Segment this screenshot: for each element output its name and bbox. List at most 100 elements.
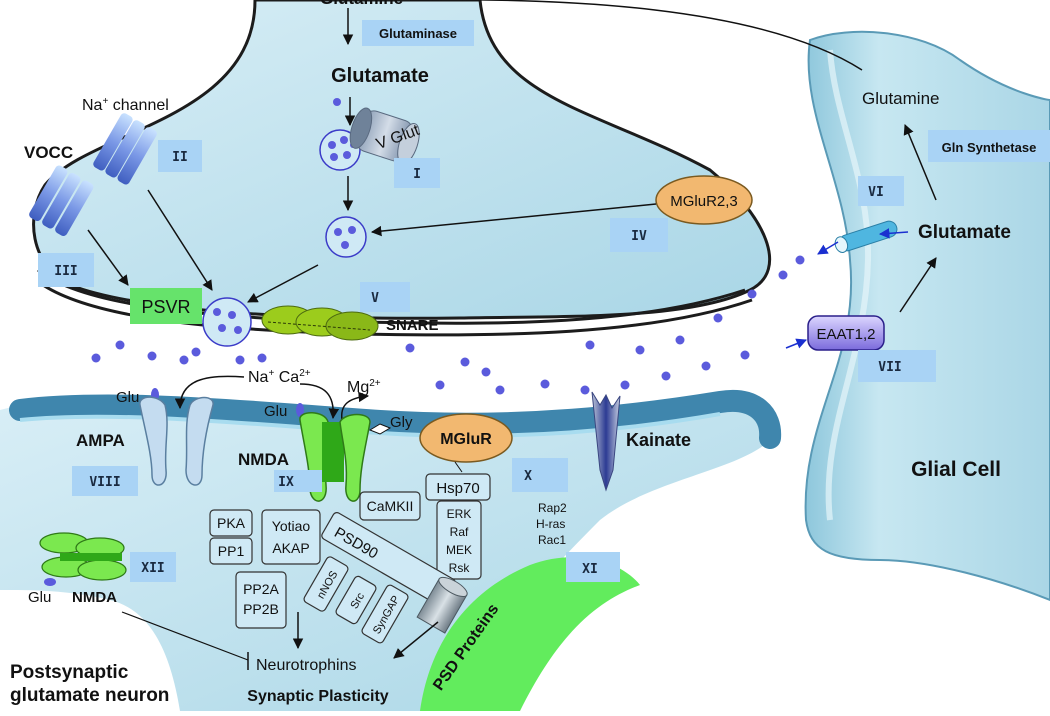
glutaminase-label: Glutaminase xyxy=(379,26,457,41)
nmda-left-label: NMDA xyxy=(72,589,117,606)
camkii-box xyxy=(359,491,421,521)
glutamate-presynaptic-label: Glutamate xyxy=(331,65,429,87)
camkii-label: CaMKII xyxy=(367,498,414,514)
rap2-label: Rap2 xyxy=(538,501,567,515)
roman-ix-label: IX xyxy=(278,475,294,490)
eaat-label: EAAT1,2 xyxy=(817,326,876,343)
roman-v-box xyxy=(360,282,410,312)
nmda-label: NMDA xyxy=(238,450,289,469)
roman-xii-label: XII xyxy=(141,561,164,576)
pp2a-pp2b-box xyxy=(235,571,287,629)
pp2a-label: PP2A xyxy=(243,581,279,597)
erk-pathway-box xyxy=(436,500,482,580)
hsp70-label: Hsp70 xyxy=(436,480,479,497)
roman-i-box xyxy=(394,158,440,188)
akap-label: AKAP xyxy=(272,540,309,556)
glutamate-glial-label: Glutamate xyxy=(918,222,1011,243)
roman-vi-label: VI xyxy=(868,185,884,200)
glutamine-presynaptic-label: Glutamine xyxy=(320,0,403,8)
psd-proteins-band xyxy=(420,557,640,711)
pp1-box xyxy=(209,537,253,565)
roman-iv-box xyxy=(610,218,668,252)
mglur-receptor xyxy=(419,413,513,463)
psvr-label: PSVR xyxy=(141,297,190,317)
glial-cell-title: Glial Cell xyxy=(911,458,1001,481)
ampa-label: AMPA xyxy=(76,431,125,450)
mglur23-label: MGluR2,3 xyxy=(670,193,738,210)
roman-iii-label: III xyxy=(54,264,77,279)
roman-ii-label: II xyxy=(172,150,188,165)
mg-label: Mg2+ xyxy=(347,378,381,396)
pp2b-label: PP2B xyxy=(243,601,279,617)
gly-label: Gly xyxy=(390,414,413,431)
roman-i-label: I xyxy=(413,167,421,182)
docked-vesicle xyxy=(202,297,252,347)
roman-v-label: V xyxy=(371,291,379,306)
roman-x-box xyxy=(512,458,568,492)
pp1-label: PP1 xyxy=(218,543,245,559)
psvr-box xyxy=(130,288,202,324)
roman-x-label: X xyxy=(524,469,532,484)
postsynaptic-title-line2: glutamate neuron xyxy=(10,685,169,706)
roman-vii-label: VII xyxy=(878,360,901,375)
glu-ampa-label: Glu xyxy=(116,389,139,406)
gln-synthetase-label: Gln Synthetase xyxy=(942,140,1037,155)
hras-label: H-ras xyxy=(536,517,565,531)
pka-label: PKA xyxy=(217,515,246,531)
roman-xi-box xyxy=(566,552,620,582)
roman-ix-box xyxy=(274,470,322,492)
glu-nmda-label: Glu xyxy=(264,403,287,420)
vocc-icon xyxy=(29,165,94,237)
synaptic-vesicle-filled xyxy=(325,216,367,258)
mglur-label: MGluR xyxy=(440,431,492,448)
raf-label: Raf xyxy=(450,525,469,539)
glu-left-dot xyxy=(44,578,56,586)
psd-cylinder xyxy=(416,576,468,634)
roman-vi-box xyxy=(858,176,904,206)
eaat-transporter xyxy=(807,315,885,351)
vesicle-glutamate-dots xyxy=(334,226,356,249)
synaptic-plasticity-label: Synaptic Plasticity xyxy=(247,688,388,705)
na-channel-icon xyxy=(93,113,157,185)
snare-complex xyxy=(261,305,379,341)
mglur23-receptor xyxy=(655,175,753,225)
vesicle-glutamate-dots xyxy=(213,308,242,334)
roman-viii-box xyxy=(72,466,138,496)
pka-box xyxy=(209,509,253,537)
na-ca-label: Na+ Ca2+ xyxy=(248,368,311,386)
yotiao-akap-box xyxy=(261,509,321,565)
roman-vii-box xyxy=(858,350,936,382)
yotiao-label: Yotiao xyxy=(272,518,311,534)
roman-ii-box xyxy=(158,140,202,172)
kainate-label: Kainate xyxy=(626,430,691,450)
glutamate-dots xyxy=(91,255,805,395)
glu-nmda-dot xyxy=(296,403,304,417)
roman-xii-box xyxy=(130,552,176,582)
mek-label: MEK xyxy=(446,543,472,557)
vesicle-glutamate-dots xyxy=(328,136,356,161)
na-channel-label: Na+ channel xyxy=(82,96,169,114)
glutaminase-box xyxy=(362,20,474,46)
gln-synthetase-box xyxy=(928,130,1050,162)
glutamine-glial-label: Glutamine xyxy=(862,89,939,108)
roman-xi-label: XI xyxy=(582,562,598,577)
kainate-receptor xyxy=(591,391,621,492)
postsynaptic-title-line1: Postsynaptic xyxy=(10,662,129,683)
vocc-label: VOCC xyxy=(24,143,73,162)
src-box: Src xyxy=(335,575,377,625)
glu-left-label: Glu xyxy=(28,589,51,606)
nmda-receptor-left xyxy=(39,532,127,581)
roman-iii-box xyxy=(38,253,94,287)
rac1-label: Rac1 xyxy=(538,533,566,547)
glutamate-dot xyxy=(333,98,341,106)
ampa-receptor xyxy=(139,396,214,486)
hsp70-box xyxy=(425,473,491,501)
erk-label: ERK xyxy=(447,507,472,521)
vglut-transporter xyxy=(349,107,420,165)
roman-viii-label: VIII xyxy=(89,475,120,490)
neurotrophins-label: Neurotrophins xyxy=(256,657,357,674)
roman-iv-label: IV xyxy=(631,229,647,244)
snare-label: SNARE xyxy=(386,317,439,334)
